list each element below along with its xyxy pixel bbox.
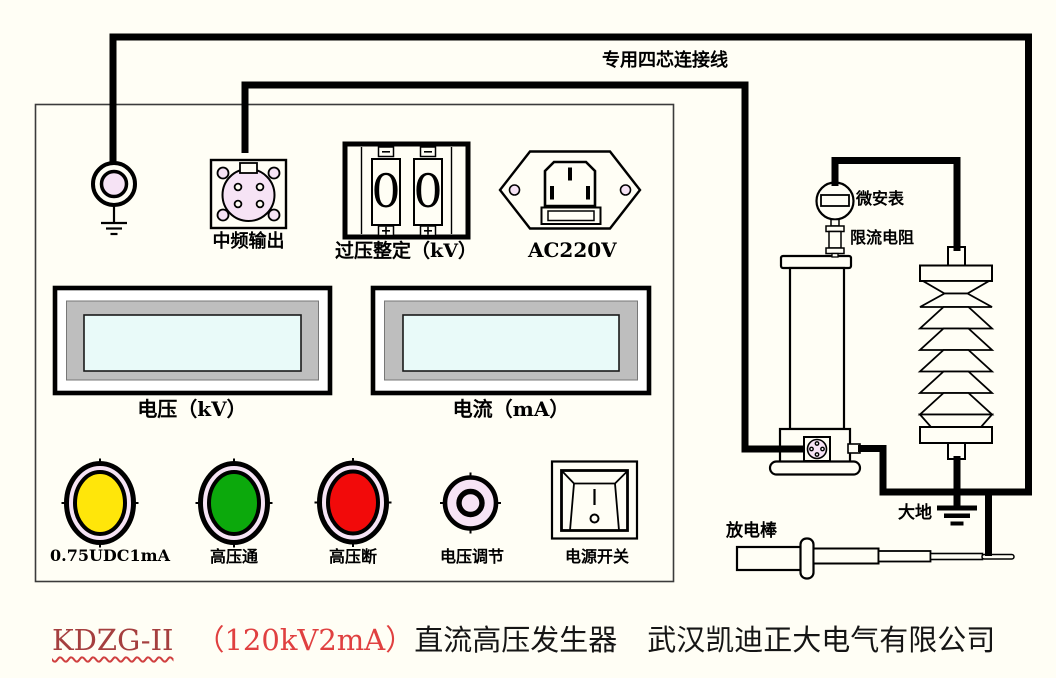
thumbwheel-minus-buttons <box>377 146 437 158</box>
voltage-lcd <box>52 285 333 396</box>
ac-power-inlet <box>498 150 642 230</box>
ground-symbol-icon <box>101 205 127 236</box>
overvoltage-label: 过压整定（kV） <box>335 240 477 262</box>
diagram-title: KDZG-II （120kV2mA）直流高压发生器武汉凯迪正大电气有限公司 <box>52 617 995 659</box>
tank-cable-connector <box>803 436 831 462</box>
current-lcd <box>370 285 652 396</box>
title-rating: （120kV2mA） <box>195 623 415 657</box>
ground-loop-cable <box>109 33 1032 496</box>
ground-terminal <box>91 161 137 236</box>
current-lcd-screen <box>402 314 620 372</box>
switch-off-mark <box>589 513 600 524</box>
overvoltage-setter <box>342 141 471 240</box>
microammeter <box>815 181 855 227</box>
resistor-label: 限流电阻 <box>850 228 915 247</box>
hv-on-button <box>195 458 273 548</box>
title-product: 直流高压发生器 <box>414 623 618 657</box>
thumbwheel-window-left <box>371 158 401 226</box>
voltage-lcd-screen <box>83 314 302 372</box>
discharge-rod-label: 放电棒 <box>726 521 777 541</box>
voltage-adjust-knob <box>440 472 501 534</box>
mf-output-connector <box>209 158 288 230</box>
earth-label: 大地 <box>898 503 932 523</box>
title-model: KDZG-II <box>52 623 174 657</box>
hv-off-button-label: 高压断 <box>328 547 377 566</box>
voltage-knob-label: 电压调节 <box>439 547 504 566</box>
earth-ground-symbol <box>937 505 977 526</box>
control-panel <box>34 103 675 583</box>
power-switch <box>550 460 639 540</box>
current-display-label: 电流（mA） <box>452 397 570 421</box>
overcurrent-indicator-button <box>61 458 139 548</box>
title-company: 武汉凯迪正大电气有限公司 <box>647 623 996 657</box>
hv-off-button <box>314 458 392 547</box>
thumbwheel-digit-right: 0 <box>413 164 443 218</box>
ac-inlet-label: AC220V <box>528 238 617 262</box>
insulator-stack <box>917 246 995 460</box>
microammeter-label: 微安表 <box>856 189 905 208</box>
thumbwheel-window-right <box>413 158 443 226</box>
hv-generator-tank <box>768 254 862 476</box>
four-core-cable <box>241 81 803 453</box>
thumbwheel-plus-buttons <box>377 225 437 237</box>
hv-on-button-label: 高压通 <box>209 547 258 566</box>
discharge-rod <box>735 537 1015 580</box>
mf-output-label: 中频输出 <box>212 231 285 252</box>
voltage-display-label: 电压（kV） <box>137 397 247 421</box>
meter-to-insulator-cable <box>831 157 961 251</box>
power-switch-label: 电源开关 <box>564 547 629 566</box>
thumbwheel-digit-left: 0 <box>371 164 401 218</box>
limit-resistor <box>825 225 845 258</box>
panel-border <box>34 103 675 583</box>
overcurrent-button-label: 0.75UDC1mA <box>49 546 170 565</box>
cable-label: 专用四芯连接线 <box>602 50 728 71</box>
cables <box>109 33 1032 556</box>
